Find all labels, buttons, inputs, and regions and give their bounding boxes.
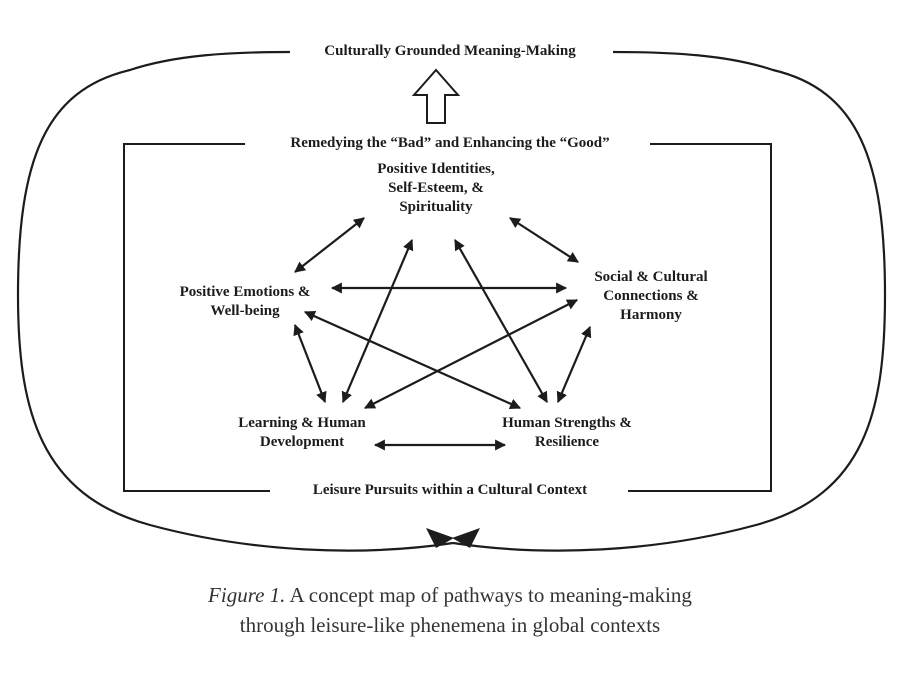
node-line: Positive Emotions & — [179, 284, 311, 300]
arrow-identities-emotions — [294, 217, 365, 273]
node-line: Learning & Human — [238, 415, 366, 431]
arrow-emotions-strengths — [303, 310, 522, 410]
node-learning-development: Learning & Human Development — [238, 414, 366, 452]
upward-hollow-arrow — [411, 68, 461, 124]
outer-label: Culturally Grounded Meaning-Making — [320, 42, 580, 61]
bottom-label: Leisure Pursuits within a Cultural Conte… — [308, 481, 592, 500]
arrow-identities-strengths — [454, 239, 548, 403]
node-positive-emotions: Positive Emotions & Well-being — [180, 283, 311, 321]
node-social-cultural: Social & Cultural Connections & Harmony — [594, 268, 707, 325]
node-human-strengths: Human Strengths & Resilience — [502, 414, 632, 452]
arrow-identities-learning — [341, 238, 414, 404]
connection-arrows — [293, 217, 592, 451]
outer-cycle-loop — [16, 50, 454, 552]
node-positive-identities: Positive Identities, Self-Esteem, & Spir… — [377, 160, 495, 217]
concept-map-diagram — [16, 50, 887, 552]
node-line: Harmony — [620, 307, 682, 323]
caption-line-2: through leisure-like phenemena in global… — [239, 613, 661, 637]
caption-text-1: A concept map of pathways to meaning-mak… — [289, 583, 692, 607]
inner-frame-left — [123, 143, 270, 492]
node-line: Human Strengths & — [502, 415, 632, 431]
outer-cycle-loop-right — [452, 50, 887, 552]
node-line: Social & Cultural — [594, 269, 708, 285]
node-line: Development — [259, 434, 345, 450]
arrow-emotions-learning — [293, 323, 327, 404]
caption-line-1: Figure 1. A concept map of pathways to m… — [0, 580, 900, 610]
middle-label: Remedying the “Bad” and Enhancing the “G… — [286, 134, 614, 153]
loop-arrowhead-left — [426, 528, 454, 548]
node-line: Resilience — [534, 434, 600, 450]
inner-frame-right — [628, 143, 772, 492]
node-line: Connections & — [603, 288, 699, 304]
arrow-social-learning — [364, 299, 578, 409]
node-line: Well-being — [210, 303, 280, 319]
node-line: Self-Esteem, & — [388, 180, 484, 196]
figure-caption: Figure 1. A concept map of pathways to m… — [0, 580, 900, 640]
node-line: Spirituality — [399, 199, 473, 215]
node-line: Positive Identities, — [377, 161, 495, 177]
loop-arrowhead-right — [452, 528, 480, 548]
caption-prefix: Figure 1. — [208, 583, 286, 607]
arrow-identities-social — [509, 217, 579, 263]
arrow-social-strengths — [556, 325, 592, 404]
